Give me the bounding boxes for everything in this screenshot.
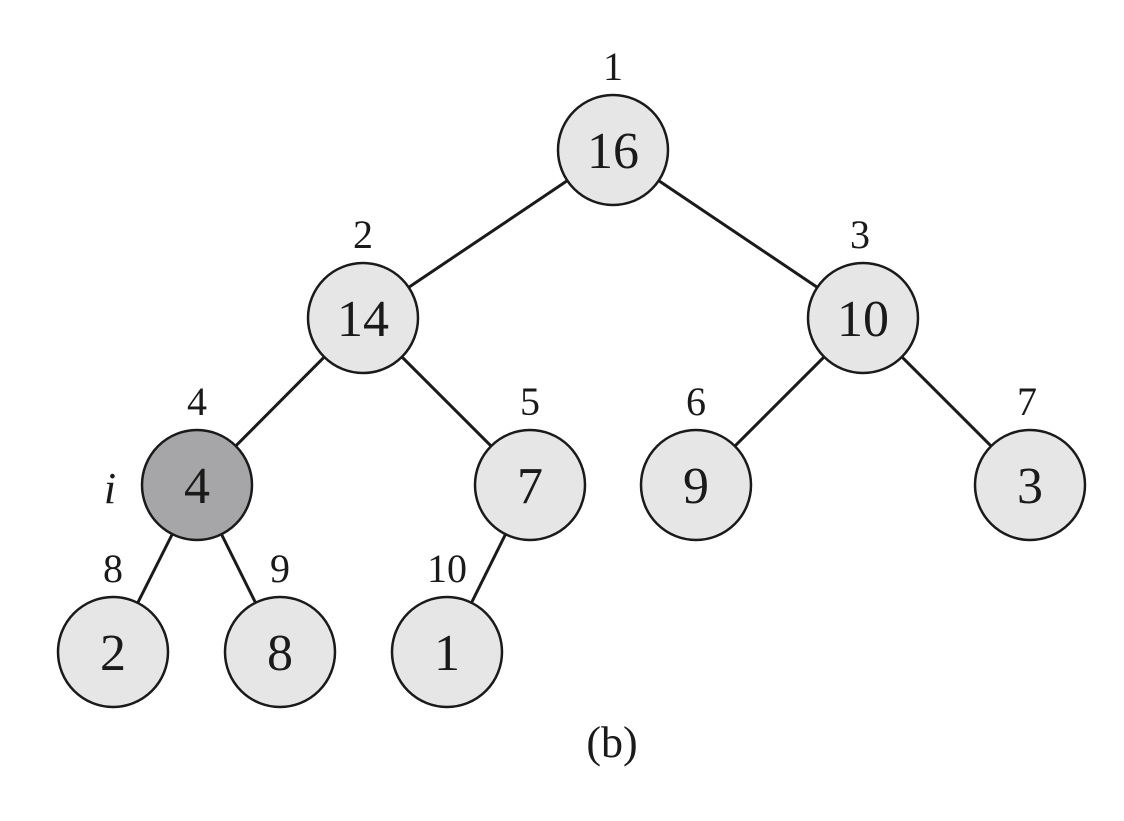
heap-node-8: 28 — [56, 546, 170, 709]
edge-4-9 — [220, 533, 257, 604]
node-index-label: 10 — [427, 546, 467, 591]
heap-node-3: 10 3 — [806, 212, 920, 375]
heap-node-4: 44 — [140, 379, 254, 542]
edge-1-2 — [407, 179, 569, 289]
node-value: 3 — [1017, 458, 1043, 515]
node-value: 7 — [517, 458, 543, 515]
node-circle — [473, 428, 587, 542]
node-index-label: 1 — [603, 44, 623, 89]
node-circle — [306, 261, 420, 375]
node-value: 14 — [337, 291, 389, 348]
node-circle — [56, 595, 170, 709]
node-circle — [556, 93, 670, 207]
edge-3-7 — [900, 355, 993, 448]
node-circle — [223, 595, 337, 709]
highlighted-node-circle — [140, 428, 254, 542]
node-index-label: 3 — [850, 212, 870, 257]
node-index-label: 6 — [686, 379, 706, 424]
edge-4-8 — [136, 533, 174, 604]
node-value: 8 — [267, 625, 293, 682]
edge-5-10 — [470, 533, 507, 604]
edge-1-3 — [657, 179, 819, 289]
pointer-label-i: i — [104, 464, 116, 513]
node-value: 4 — [184, 458, 210, 515]
edge-2-5 — [400, 355, 493, 448]
node-value: 10 — [837, 291, 889, 348]
heap-node-5: 75 — [473, 379, 587, 542]
node-index-label: 5 — [520, 379, 540, 424]
node-value: 1 — [434, 625, 460, 682]
node-circle — [390, 595, 504, 709]
heap-node-10: 1 10 — [390, 546, 504, 709]
heap-node-9: 89 — [223, 546, 337, 709]
node-index-label: 2 — [353, 212, 373, 257]
edge-2-4 — [234, 355, 326, 448]
node-value: 2 — [100, 625, 126, 682]
edge-3-6 — [733, 355, 826, 448]
node-circle — [973, 428, 1087, 542]
heap-node-7: 37 — [973, 379, 1087, 542]
node-index-label: 7 — [1017, 379, 1037, 424]
node-index-label: 4 — [187, 379, 207, 424]
node-circle — [639, 428, 753, 542]
figure-caption: (b) — [586, 718, 637, 767]
node-index-label: 8 — [103, 546, 123, 591]
heap-node-6: 96 — [639, 379, 753, 542]
heap-node-2: 14 2 — [306, 212, 420, 375]
node-index-label: 9 — [270, 546, 290, 591]
node-value: 9 — [683, 458, 709, 515]
tree-edges — [136, 179, 993, 604]
node-value: 16 — [587, 123, 639, 180]
node-circle — [806, 261, 920, 375]
heap-node-1: 16 1 — [556, 44, 670, 207]
